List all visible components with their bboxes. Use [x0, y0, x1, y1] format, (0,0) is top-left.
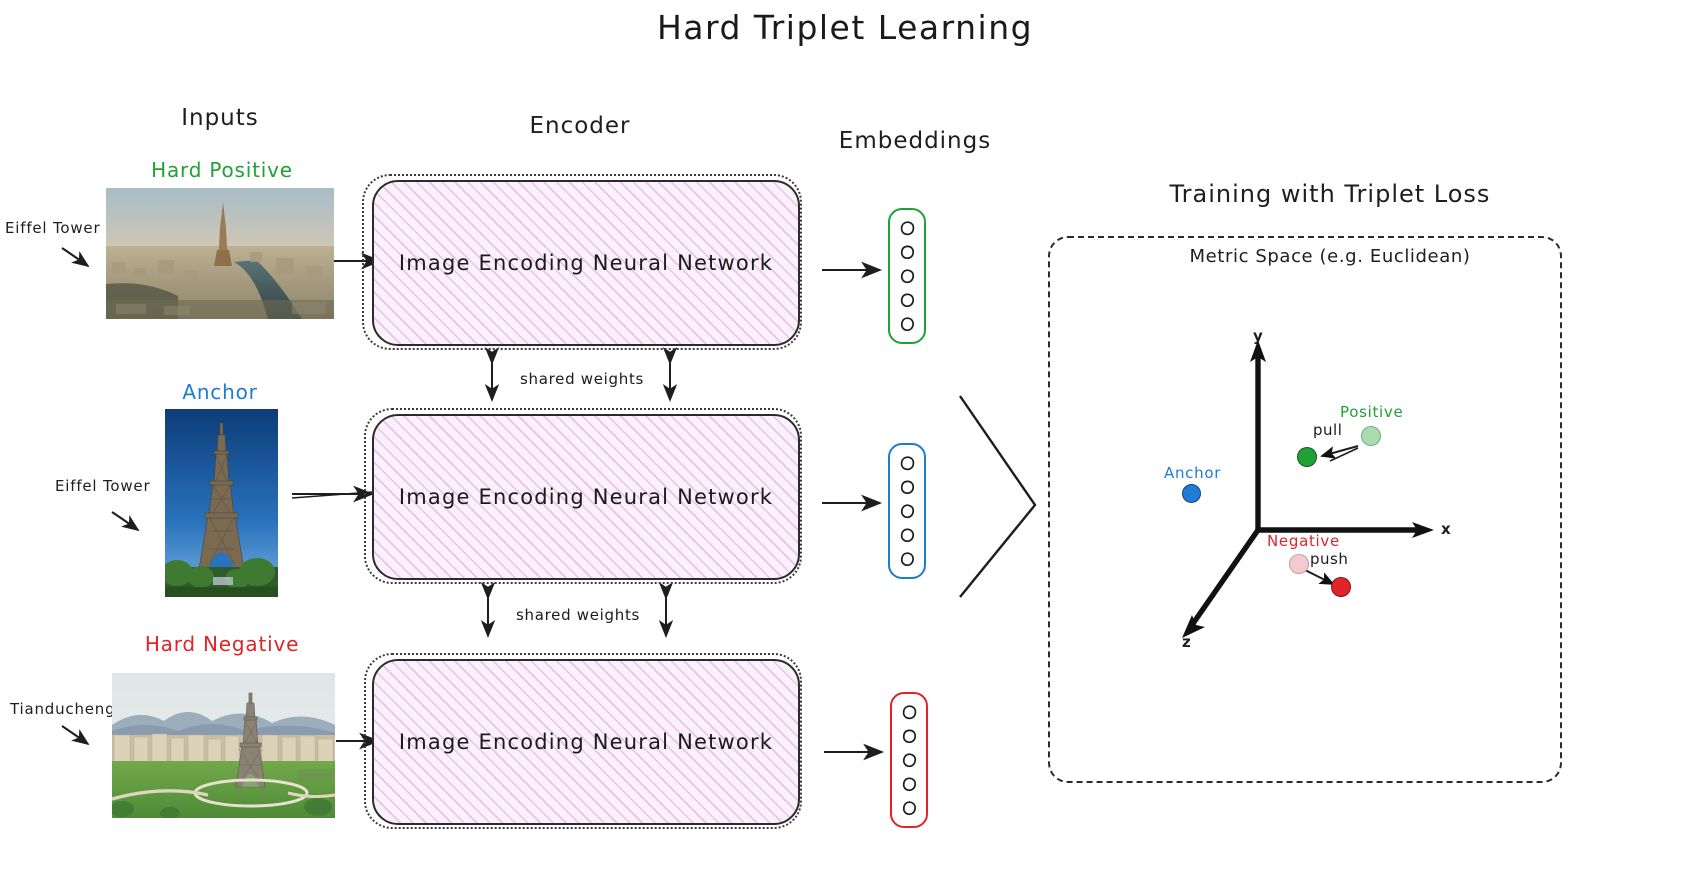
embedding-vector-hard-negative[interactable] [890, 692, 928, 828]
encoder-label: Image Encoding Neural Network [398, 485, 774, 509]
embeddings-column-header: Embeddings [838, 128, 992, 154]
encoder-label: Image Encoding Neural Network [398, 730, 774, 754]
point-positive-start[interactable] [1361, 426, 1381, 446]
metric-space-box [1048, 236, 1562, 783]
encoder-column-header: Encoder [529, 113, 631, 139]
training-panel-title: Training with Triplet Loss [1169, 180, 1491, 208]
embedding-vector-anchor[interactable] [888, 443, 926, 579]
point-label-positive: Positive [1340, 403, 1404, 421]
encoder-box-hard-positive[interactable]: Image Encoding Neural Network [372, 180, 800, 346]
axis-label-y: y [1253, 327, 1264, 345]
embedding-vector-hard-positive[interactable] [888, 208, 926, 344]
row-tag-hard-negative: Hard Negative [144, 632, 300, 656]
point-negative-start[interactable] [1289, 554, 1309, 574]
action-label-pull: pull [1313, 421, 1343, 439]
metric-space-subtitle: Metric Space (e.g. Euclidean) [1189, 246, 1471, 267]
shared-weights-label-top: shared weights [520, 370, 645, 388]
point-label-anchor: Anchor [1164, 464, 1222, 482]
source-label-hard-negative: Tianducheng [10, 700, 116, 718]
inputs-column-header: Inputs [181, 105, 259, 131]
source-label-hard-positive: Eiffel Tower [5, 219, 101, 237]
page-title: Hard Triplet Learning [656, 8, 1034, 47]
action-label-push: push [1310, 550, 1349, 568]
point-positive[interactable] [1297, 447, 1317, 467]
input-photo-hard-positive [106, 188, 334, 319]
shared-weights-label-bottom: shared weights [516, 606, 641, 624]
input-photo-hard-negative [112, 673, 335, 818]
encoder-box-hard-negative[interactable]: Image Encoding Neural Network [372, 659, 800, 825]
encoder-label: Image Encoding Neural Network [398, 251, 774, 275]
source-label-anchor: Eiffel Tower [55, 477, 151, 495]
point-label-negative: Negative [1267, 532, 1340, 550]
input-photo-anchor [165, 409, 278, 597]
point-negative[interactable] [1331, 577, 1351, 597]
point-anchor[interactable] [1182, 484, 1201, 503]
axis-label-x: x [1441, 520, 1452, 538]
row-tag-hard-positive: Hard Positive [151, 158, 293, 182]
axis-label-z: z [1182, 633, 1192, 651]
row-tag-anchor: Anchor [182, 380, 258, 404]
encoder-box-anchor[interactable]: Image Encoding Neural Network [372, 414, 800, 580]
